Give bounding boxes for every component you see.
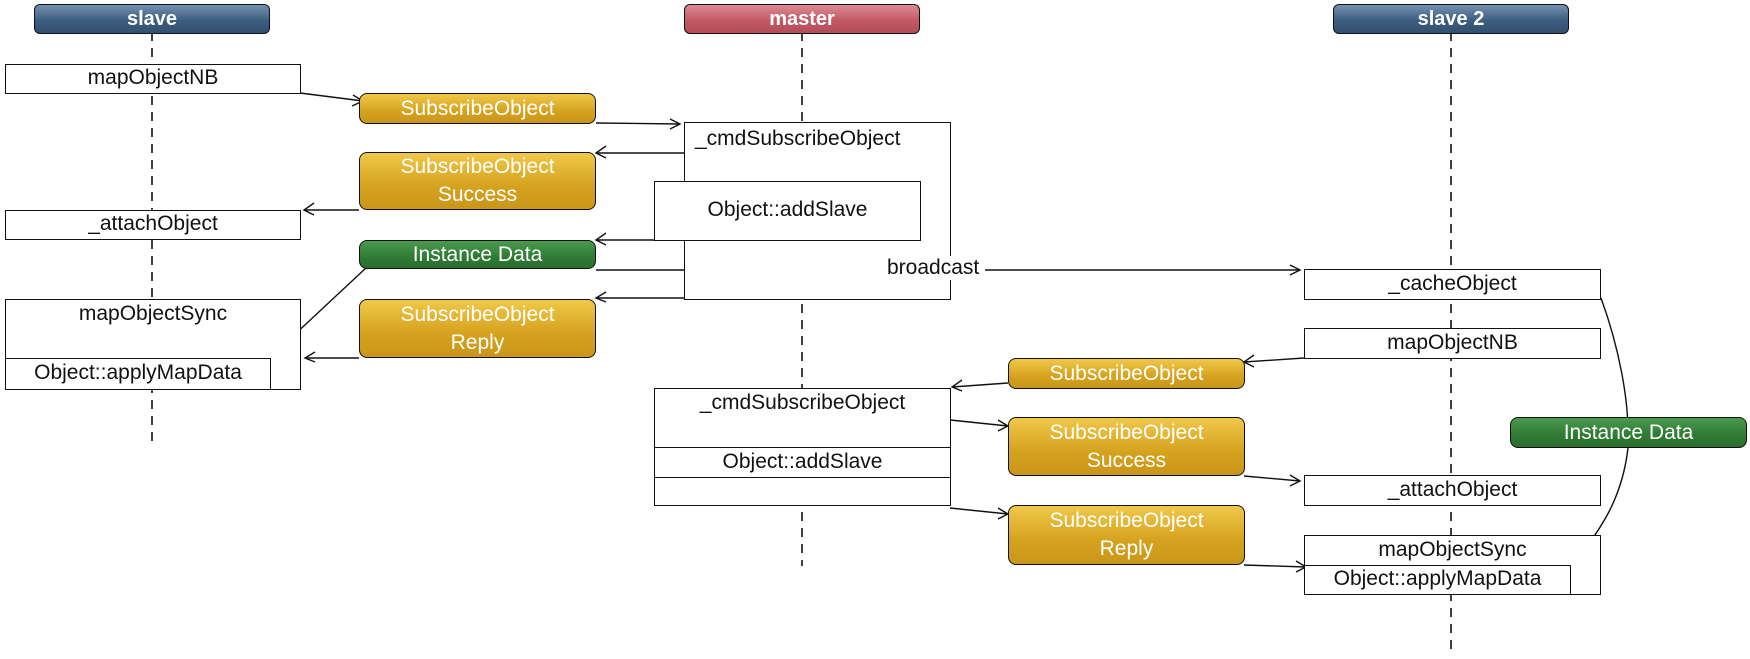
instance-data-1-label: Instance Data [412, 242, 543, 266]
master-add-slave-2-label: Object::addSlave [722, 450, 883, 473]
slave-attach-object-label: _attachObject [88, 212, 218, 235]
subscribe-reply-1-message: SubscribeObject Reply [359, 299, 596, 358]
slave-attach-object-box: _attachObject [5, 210, 301, 240]
slave2-attach-object-label: _attachObject [1387, 478, 1518, 501]
master-add-slave-1-box: Object::addSlave [654, 181, 921, 241]
subscribe-success-2-message: SubscribeObject Success [1008, 417, 1245, 476]
subscribe-reply-2-line2: Reply [1099, 537, 1154, 560]
instance-data-1-message: Instance Data [359, 240, 596, 269]
subscribe-object-2-label: SubscribeObject [1049, 361, 1204, 385]
subscribe-success-1-connector [302, 145, 684, 216]
subscribe-success-2-connector [949, 419, 1302, 487]
subscribe-success-1-line2: Success [437, 183, 518, 206]
subscribe-reply-1-line1: SubscribeObject [400, 302, 555, 326]
subscribe-object-2-message: SubscribeObject [1008, 358, 1245, 389]
subscribe-object-1-label: SubscribeObject [400, 96, 555, 120]
slave2-header: slave 2 [1333, 4, 1569, 34]
instance-data-2-message: Instance Data [1510, 417, 1747, 448]
master-add-slave-1-label: Object::addSlave [707, 198, 868, 221]
broadcast-label: broadcast [881, 256, 986, 280]
subscribe-success-1-line1: SubscribeObject [400, 155, 555, 178]
subscribe-reply-2-message: SubscribeObject Reply [1008, 505, 1245, 565]
subscribe-object-1-message: SubscribeObject [359, 93, 596, 124]
subscribe-reply-2-line1: SubscribeObject [1049, 509, 1204, 532]
slave2-apply-map-data-label: Object::applyMapData [1333, 567, 1542, 590]
slave-map-object-nb-box: mapObjectNB [5, 64, 301, 94]
slave2-map-object-nb-label: mapObjectNB [1387, 331, 1518, 354]
subscribe-success-2-line1: SubscribeObject [1049, 420, 1204, 444]
slave2-map-object-nb-box: mapObjectNB [1304, 328, 1601, 359]
slave2-cache-object-label: _cacheObject [1388, 272, 1517, 295]
slave-map-object-sync-label: mapObjectSync [78, 302, 228, 325]
slave-map-object-nb-label: mapObjectNB [87, 66, 219, 89]
slave2-apply-map-data-box: Object::applyMapData [1304, 565, 1571, 595]
slave2-attach-object-box: _attachObject [1304, 475, 1601, 506]
subscribe-object-1-connector [299, 92, 682, 130]
slave-apply-map-data-label: Object::applyMapData [34, 361, 242, 384]
subscribe-success-2-line2: Success [1086, 448, 1167, 472]
instance-data-2-label: Instance Data [1563, 420, 1694, 444]
subscribe-reply-1-connector [303, 291, 684, 363]
subscribe-success-1-message: SubscribeObject Success [359, 152, 596, 210]
master-cmd-subscribe-object-1-label: _cmdSubscribeObject [695, 127, 901, 150]
slave2-cache-object-box: _cacheObject [1304, 269, 1601, 300]
slave2-map-object-sync-label: mapObjectSync [1378, 538, 1527, 561]
master-add-slave-2-box: Object::addSlave [654, 447, 951, 478]
subscribe-reply-1-line2: Reply [450, 330, 505, 354]
master-header: master [684, 4, 920, 34]
slave-header: slave [34, 4, 270, 34]
slave-apply-map-data-box: Object::applyMapData [5, 358, 271, 390]
master-cmd-subscribe-object-2-label: _cmdSubscribeObject [699, 391, 906, 414]
